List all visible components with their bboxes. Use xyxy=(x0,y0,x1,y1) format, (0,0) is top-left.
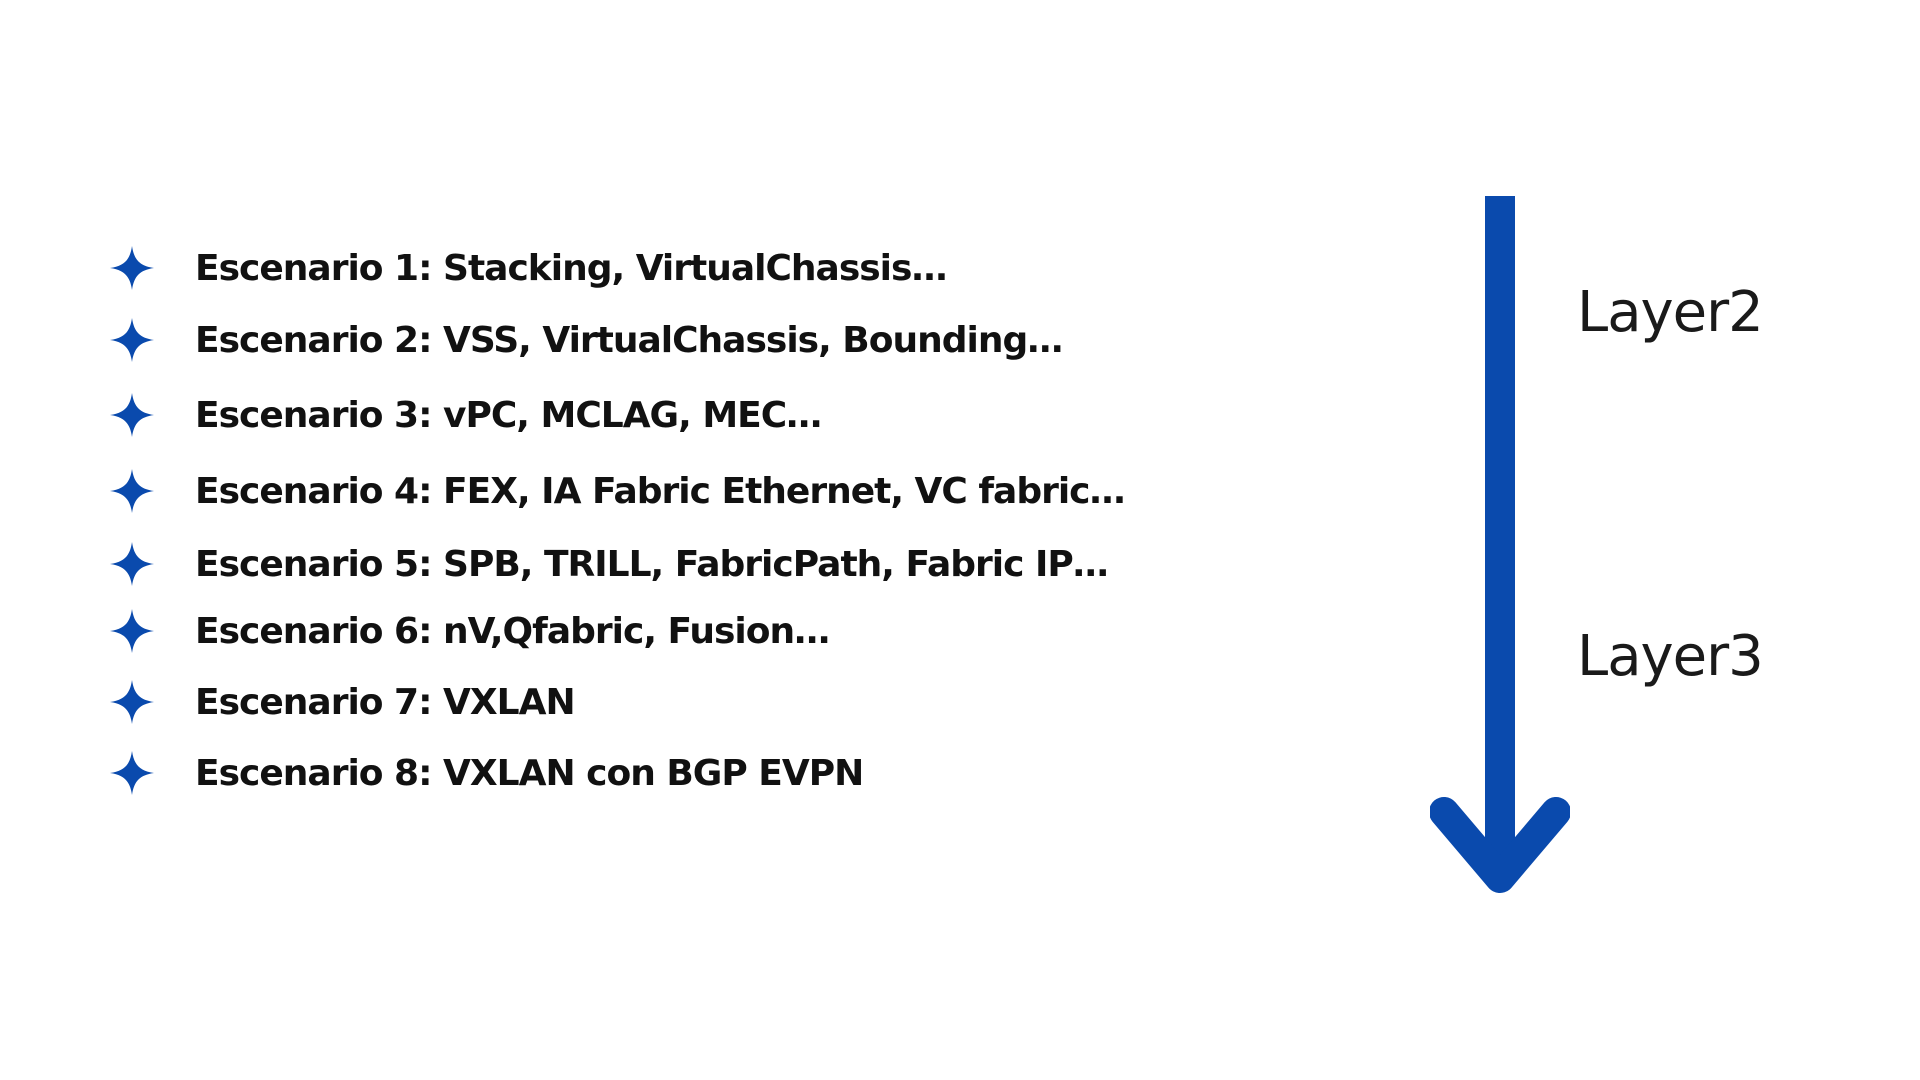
four-point-star-icon xyxy=(108,244,156,292)
list-item: Escenario 5: SPB, TRILL, FabricPath, Fab… xyxy=(108,534,1109,594)
scenario-list: Escenario 1: Stacking, VirtualChassis… E… xyxy=(108,238,1126,803)
scenario-text: Escenario 2: VSS, VirtualChassis, Boundi… xyxy=(195,319,1063,361)
four-point-star-icon xyxy=(108,316,156,364)
scenario-text: Escenario 5: SPB, TRILL, FabricPath, Fab… xyxy=(195,543,1109,585)
four-point-star-icon xyxy=(108,467,156,515)
scenario-text: Escenario 7: VXLAN xyxy=(195,681,576,723)
four-point-star-icon xyxy=(108,749,156,797)
four-point-star-icon xyxy=(108,607,156,655)
scenario-text: Escenario 8: VXLAN con BGP EVPN xyxy=(195,752,864,794)
layer2-label: Layer2 xyxy=(1577,280,1764,345)
four-point-star-icon xyxy=(108,391,156,439)
scenario-text: Escenario 3: vPC, MCLAG, MEC… xyxy=(195,394,822,436)
list-item: Escenario 1: Stacking, VirtualChassis… xyxy=(108,238,947,298)
scenario-text: Escenario 4: FEX, IA Fabric Ethernet, VC… xyxy=(195,470,1126,512)
scenario-text: Escenario 6: nV,Qfabric, Fusion… xyxy=(195,610,830,652)
list-item: Escenario 3: vPC, MCLAG, MEC… xyxy=(108,385,822,445)
list-item: Escenario 7: VXLAN xyxy=(108,672,576,732)
four-point-star-icon xyxy=(108,540,156,588)
scenario-text: Escenario 1: Stacking, VirtualChassis… xyxy=(195,247,947,289)
list-item: Escenario 8: VXLAN con BGP EVPN xyxy=(108,743,864,803)
list-item: Escenario 6: nV,Qfabric, Fusion… xyxy=(108,601,830,661)
list-item: Escenario 4: FEX, IA Fabric Ethernet, VC… xyxy=(108,461,1126,521)
list-item: Escenario 2: VSS, VirtualChassis, Boundi… xyxy=(108,310,1063,370)
layer3-label: Layer3 xyxy=(1577,624,1764,689)
down-arrow-icon xyxy=(1430,196,1570,893)
four-point-star-icon xyxy=(108,678,156,726)
